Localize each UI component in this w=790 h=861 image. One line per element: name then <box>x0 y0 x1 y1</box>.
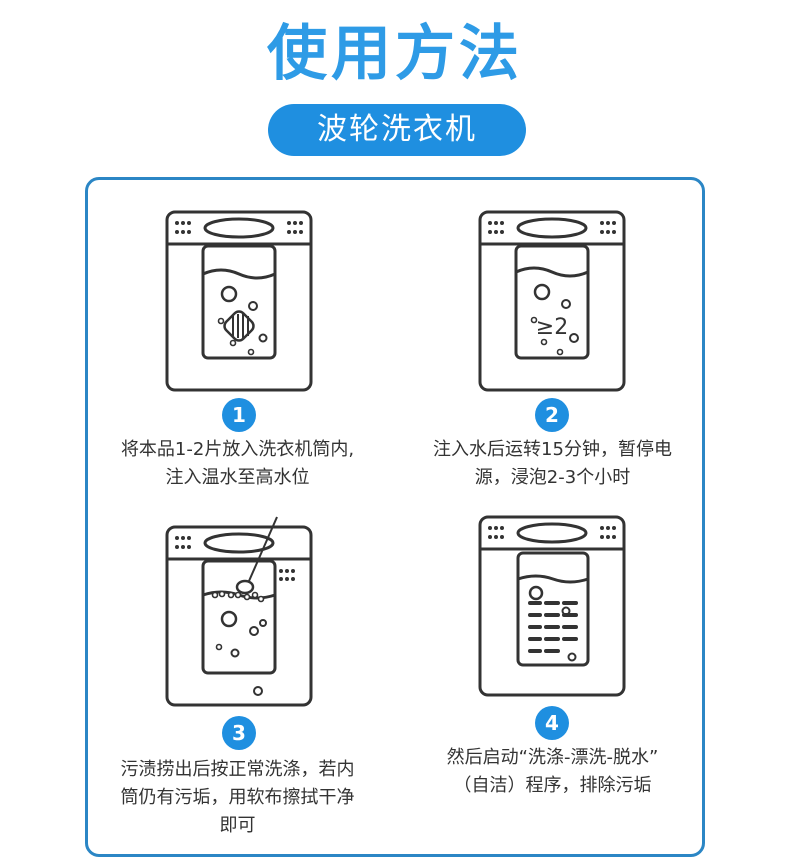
step-1-text: 将本品1-2片放入洗衣机筒内, 注入温水至高水位 <box>95 436 380 492</box>
instructions-panel <box>85 177 705 857</box>
step-1-line-2: 注入温水至高水位 <box>165 467 310 488</box>
subtitle-pill: 波轮洗衣机 <box>268 104 526 156</box>
page-title: 使用方法 <box>267 19 523 89</box>
washer-illustration-step3 <box>165 516 313 707</box>
step-3-line-3: 即可 <box>219 815 256 836</box>
step-4-line-1: 然后启动“洗涤-漂洗-脱水” <box>446 747 659 768</box>
step-2-line-2: 源，浸泡2-3个小时 <box>474 467 631 488</box>
step-3-line-2: 筒仍有污垢，用软布擦拭干净 <box>120 787 355 808</box>
step-3-badge: 3 <box>222 716 256 750</box>
step-2-line-1: 注入水后运转15分钟，暂停电 <box>433 439 672 460</box>
washer-illustration-step4 <box>478 515 626 697</box>
step-2-badge: 2 <box>535 398 569 432</box>
step-4-badge: 4 <box>535 706 569 740</box>
washer-illustration-step1 <box>165 210 313 392</box>
step-1-badge: 1 <box>222 398 256 432</box>
step-4-line-2: （自洁）程序，排除污垢 <box>453 775 652 796</box>
step-4-text: 然后启动“洗涤-漂洗-脱水” （自洁）程序，排除污垢 <box>410 744 695 800</box>
step-3-line-1: 污渍捞出后按正常洗涤，若内 <box>120 759 355 780</box>
washer-illustration-step2: ≥2 <box>478 210 626 392</box>
soak-hours-label: ≥2 <box>536 315 568 340</box>
step-1-line-1: 将本品1-2片放入洗衣机筒内, <box>120 439 355 460</box>
step-2-text: 注入水后运转15分钟，暂停电 源，浸泡2-3个小时 <box>410 436 695 492</box>
step-3-text: 污渍捞出后按正常洗涤，若内 筒仍有污垢，用软布擦拭干净 即可 <box>95 756 380 840</box>
